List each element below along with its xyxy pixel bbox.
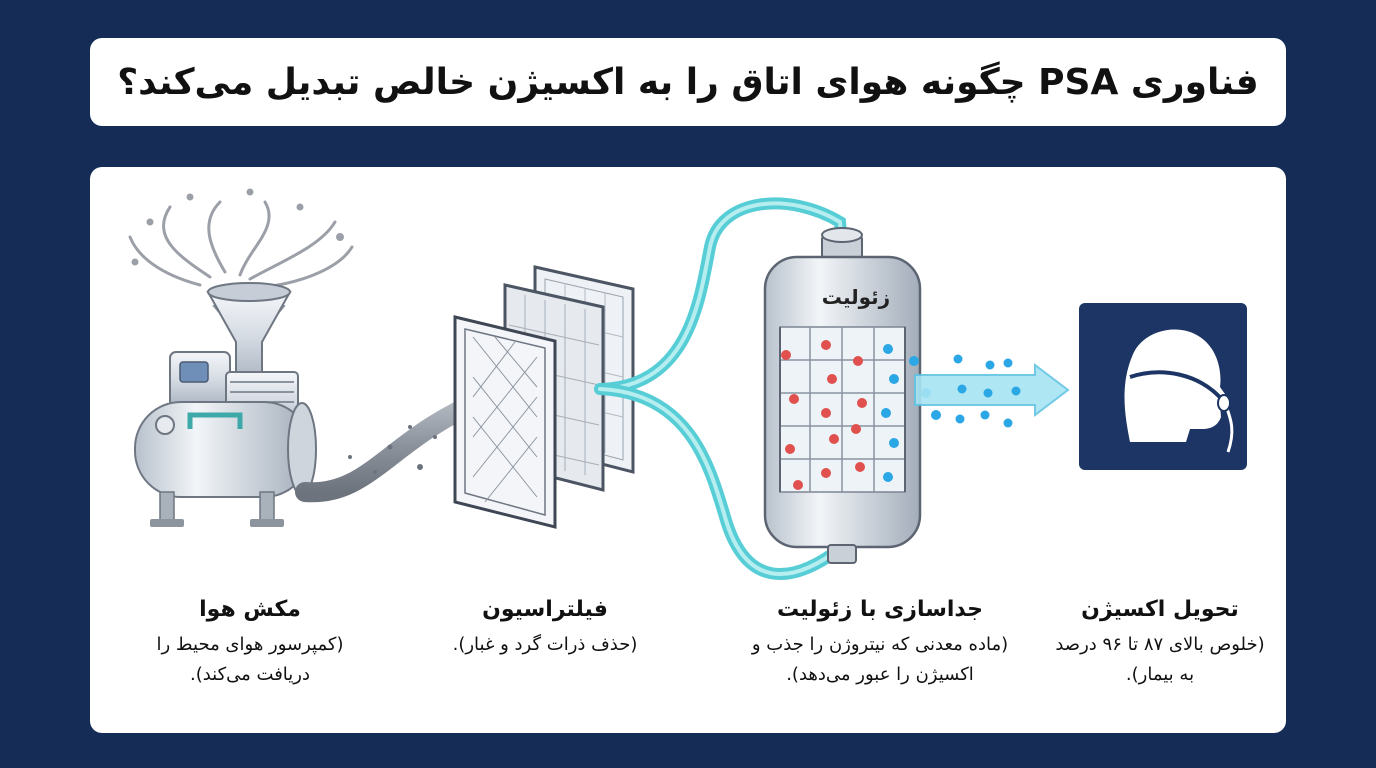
title-banner: فناوری PSA چگونه هوای اتاق را به اکسیژن …	[90, 38, 1286, 126]
step-title: مکش هوا	[199, 597, 301, 622]
air-hose	[295, 389, 495, 503]
filter-icon	[453, 265, 635, 529]
step-description: (ماده معدنی که نیتروژن را جذب و اکسیژن ر…	[751, 634, 1009, 685]
oxygen-flow-arrow-icon	[914, 354, 1070, 428]
step-zeolite-caption: جداسازی با زئولیت (ماده معدنی که نیتروژن…	[730, 597, 1030, 690]
step-intake-caption: مکش هوا (کمپرسور هوای محیط را دریافت می‌…	[130, 597, 370, 690]
step-description: (حذف ذرات گرد و غبار).	[452, 634, 638, 655]
dust-particles	[348, 425, 437, 474]
step-title: جداسازی با زئولیت	[777, 597, 983, 622]
step-filtration-caption: فیلتراسیون (حذف ذرات گرد و غبار).	[435, 597, 655, 660]
step-title: فیلتراسیون	[482, 597, 608, 622]
oxygen-tubes	[594, 197, 848, 581]
process-panel: زئولیت مکش هوا (کمپرسور هوای محیط را دری…	[90, 167, 1286, 733]
step-description: (کمپرسور هوای محیط را دریافت می‌کند).	[156, 634, 344, 685]
step-delivery-caption: تحویل اکسیژن (خلوص بالای ۸۷ تا ۹۶ درصد ب…	[1050, 597, 1270, 690]
patient-oxygen-mask-icon	[1079, 303, 1247, 470]
zeolite-column-icon	[763, 227, 922, 564]
nitrogen-molecules	[781, 340, 867, 490]
process-illustration	[128, 188, 1247, 581]
zeolite-label: زئولیت	[821, 285, 891, 309]
page-title: فناوری PSA چگونه هوای اتاق را به اکسیژن …	[117, 61, 1259, 103]
step-title: تحویل اکسیژن	[1081, 597, 1239, 622]
step-description: (خلوص بالای ۸۷ تا ۹۶ درصد به بیمار).	[1055, 634, 1265, 685]
compressor-icon	[134, 282, 317, 527]
